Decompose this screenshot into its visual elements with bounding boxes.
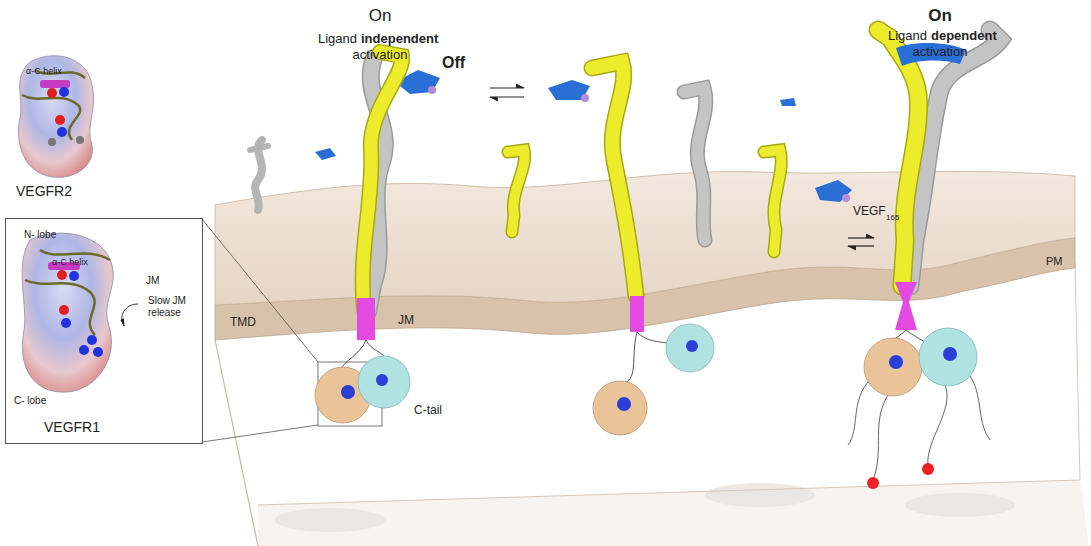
label: α-C helix [26,66,62,76]
inset-label: C- lobe [14,395,46,407]
label: activation [913,45,968,60]
label: TMD [230,316,256,330]
inset-label: Slow JM release [148,295,198,318]
inset-box: N- lobe α-C helixJM Slow JM release C- lobe… [5,218,203,444]
label: PM [1046,255,1063,268]
inset-label: α-C helix [52,257,88,267]
inset-label: JM [146,275,159,287]
label: On [369,6,392,26]
label: Ligand [318,32,357,47]
label: VEGFR2 [16,183,72,199]
membrane-surface [215,171,1075,305]
label: independent [361,32,438,47]
label: activation [353,48,408,63]
label: 165 [886,213,899,222]
inset-label: N- lobe [24,229,56,241]
label: dependent [931,29,997,44]
label: Ligand [888,29,927,44]
label: JM [398,314,414,328]
floor [258,480,1089,546]
label: Off [442,54,465,72]
inset-label: VEGFR1 [44,419,100,435]
label: C-tail [414,404,442,418]
label: On [928,6,952,26]
label: VEGF [853,205,886,219]
